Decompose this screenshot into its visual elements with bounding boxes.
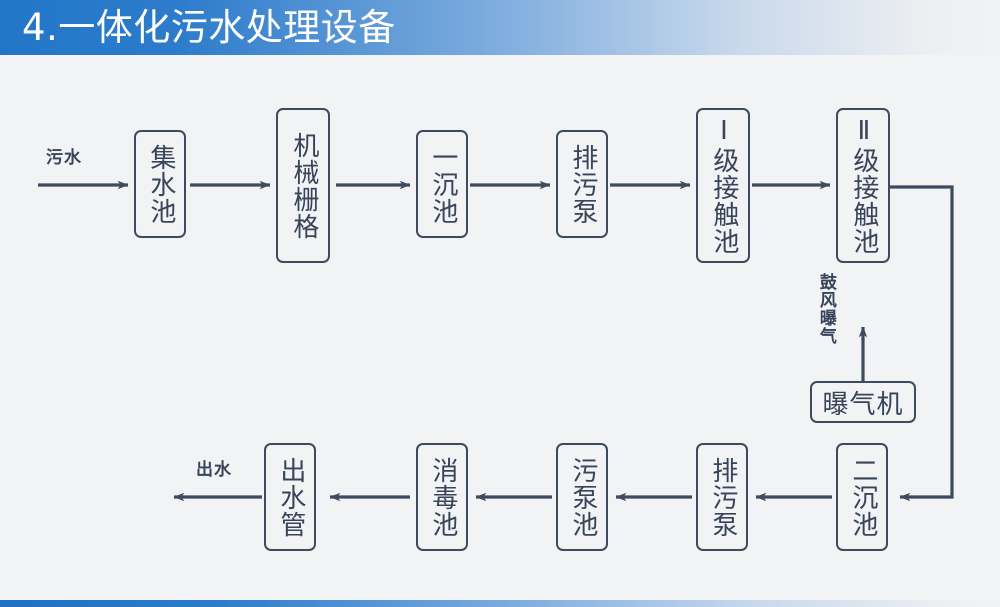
footer-bar bbox=[0, 600, 1000, 607]
process-flow-diagram: 污水 出水 鼓风曝气 集水池 机械栅格 一沉池 排污泵 Ⅰ级接触池 Ⅱ级接触池 … bbox=[0, 55, 1000, 600]
node-aerator[interactable]: 曝气机 bbox=[810, 381, 916, 423]
connector-lines bbox=[38, 180, 954, 502]
node-sewage-pump-top[interactable]: 排污泵 bbox=[556, 130, 608, 238]
node-primary-settler[interactable]: 一沉池 bbox=[416, 130, 468, 238]
node-mechanical-grille[interactable]: 机械栅格 bbox=[276, 108, 330, 263]
page-title: 4.一体化污水处理设备 bbox=[22, 6, 396, 49]
node-outlet-pipe[interactable]: 出水管 bbox=[264, 443, 316, 551]
node-collect-tank[interactable]: 集水池 bbox=[134, 130, 186, 238]
node-contact-tank-2[interactable]: Ⅱ级接触池 bbox=[836, 108, 890, 263]
node-disinfection-tank[interactable]: 消毒池 bbox=[416, 443, 468, 551]
inlet-label: 污水 bbox=[46, 148, 82, 168]
outlet-label: 出水 bbox=[196, 460, 232, 480]
node-sludge-pump-tank[interactable]: 污泵池 bbox=[556, 443, 608, 551]
header-banner: 4.一体化污水处理设备 bbox=[0, 0, 1000, 55]
node-contact-tank-1[interactable]: Ⅰ级接触池 bbox=[696, 108, 750, 263]
node-sewage-pump-bottom[interactable]: 排污泵 bbox=[696, 443, 748, 551]
aeration-label: 鼓风曝气 bbox=[815, 273, 836, 345]
node-secondary-settler[interactable]: 二沉池 bbox=[836, 443, 888, 551]
